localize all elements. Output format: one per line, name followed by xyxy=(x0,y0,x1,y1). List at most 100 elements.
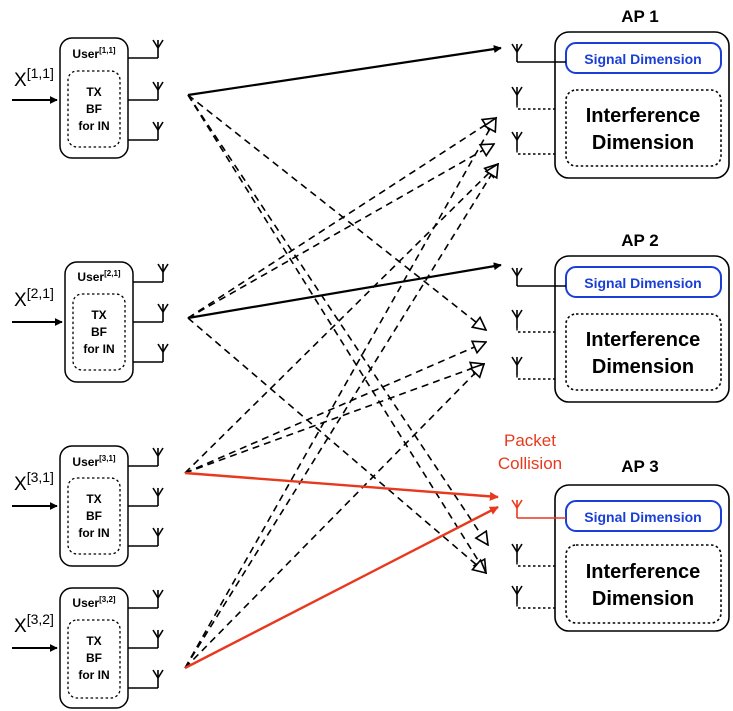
link-user-2-to-ap-2 xyxy=(187,262,502,320)
ap-2-interference-feed-2 xyxy=(516,375,555,380)
ap-1-signal-dimension xyxy=(565,42,722,74)
ap-3-signal-dimension xyxy=(565,500,722,532)
user-2-antennas xyxy=(133,263,169,363)
ap-2-signal-label: Signal Dimension xyxy=(584,275,701,291)
user-1-box xyxy=(59,37,129,159)
interference-user-4-to-ap-1-b xyxy=(184,164,498,669)
user-1-block: X[1,1] User[1,1] TX BF for IN xyxy=(12,37,164,159)
ap-1-antennas xyxy=(511,43,566,155)
ap-1-signal-label: Signal Dimension xyxy=(584,51,701,67)
ap-3-antenna-3-icon xyxy=(511,585,523,604)
ap-2-antenna-1-icon xyxy=(511,267,523,286)
ap-1-antenna-3-icon xyxy=(511,131,523,150)
interference-user-4-to-ap-2 xyxy=(184,364,484,669)
user-1-antennas xyxy=(128,39,164,141)
ap-3-interference-feed-1 xyxy=(516,562,555,567)
ap-3-title: AP 3 xyxy=(621,457,659,476)
ap-1-title: AP 1 xyxy=(621,7,659,26)
user-2-antenna-1-icon xyxy=(157,263,169,282)
interference-user-2-to-ap-1-b xyxy=(187,144,494,319)
user-3-antennas xyxy=(128,447,164,547)
user-4-block: X[3,2] User[3,2] TX BF for IN xyxy=(12,587,164,709)
links-layer xyxy=(184,45,502,670)
user-1-antenna-3-icon xyxy=(152,121,164,140)
user-4-input-label: X[3,2] xyxy=(14,611,54,637)
user-4-name: User[3,2] xyxy=(72,595,115,610)
user-1-bf-line-3: for IN xyxy=(78,119,109,133)
ap-2-interference-label-1: Interference xyxy=(586,329,701,351)
user-4-antenna-1-icon xyxy=(152,589,164,608)
user-2-bf-line-2: BF xyxy=(91,325,107,339)
ap-1-antenna-1-icon xyxy=(511,43,523,62)
user-3-name: User[3,1] xyxy=(72,454,115,469)
user-4-bf-line-1: TX xyxy=(86,634,101,648)
user-1-bf-line-2: BF xyxy=(86,102,102,116)
interference-user-3-to-ap-2-a xyxy=(184,342,486,474)
user-1-input-label: X[1,1] xyxy=(14,65,54,91)
link-user-1-to-ap-1 xyxy=(187,45,502,97)
interference-user-2-to-ap-1-a xyxy=(187,118,496,319)
user-2-bf-line-3: for IN xyxy=(83,342,114,356)
user-3-input-label: X[3,1] xyxy=(14,469,54,495)
user-1-antenna-1-icon xyxy=(152,39,164,58)
ap-3-block: AP 3 Signal Dimension Interference Dimen… xyxy=(511,457,730,632)
ap-2-antennas xyxy=(511,267,566,380)
ap-2-antenna-2-icon xyxy=(511,309,523,328)
user-1-bf-line-1: TX xyxy=(86,85,101,99)
ap-2-block: AP 2 Signal Dimension Interference Dimen… xyxy=(511,231,730,403)
interference-user-4-to-ap-1-a xyxy=(184,118,496,669)
user-3-beamformer-box xyxy=(67,477,121,555)
ap-2-antenna-3-icon xyxy=(511,356,523,375)
ap-3-interference-dimension xyxy=(565,544,722,624)
ap-1-block: AP 1 Signal Dimension Interference Dimen… xyxy=(511,7,730,179)
interference-user-3-to-ap-1 xyxy=(184,164,498,474)
ap-1-interference-label-2: Dimension xyxy=(592,132,694,154)
ap-2-title: AP 2 xyxy=(621,231,659,250)
ap-1-interference-feed-2 xyxy=(516,150,555,155)
ap-1-interference-dimension xyxy=(565,89,722,167)
user-2-beamformer-box xyxy=(72,293,126,371)
user-4-beamformer-box xyxy=(67,619,121,699)
ap-1-antenna-2-icon xyxy=(511,86,523,105)
interference-user-1-to-ap-2-a xyxy=(187,94,486,330)
user-3-bf-line-1: TX xyxy=(86,492,101,506)
user-1-antenna-2-icon xyxy=(152,81,164,100)
ap-3-antennas xyxy=(511,499,566,609)
ap-3-interference-label-1: Interference xyxy=(586,561,701,583)
ap-3-interference-label-2: Dimension xyxy=(592,588,694,610)
ap-3-interference-feed-2 xyxy=(516,604,555,609)
interference-user-1-to-ap-3-b xyxy=(187,94,486,573)
packet-collision-label-line-1: Packet xyxy=(504,431,556,450)
user-2-block: X[2,1] User[2,1] TX BF for IN xyxy=(12,261,169,383)
interference-user-2-to-ap-3 xyxy=(187,317,486,573)
ap-2-interference-dimension xyxy=(565,313,722,391)
user-2-input-label: X[2,1] xyxy=(14,285,54,311)
user-4-antennas xyxy=(128,589,164,689)
link-user-4-to-ap-3 xyxy=(184,505,499,670)
user-3-bf-line-2: BF xyxy=(86,509,102,523)
user-1-name: User[1,1] xyxy=(72,46,115,61)
user-2-name: User[2,1] xyxy=(77,269,120,284)
ap-3-signal-label: Signal Dimension xyxy=(584,509,701,525)
ap-2-signal-dimension xyxy=(565,266,722,298)
user-3-block: X[3,1] User[3,1] TX BF for IN xyxy=(12,445,164,567)
interference-user-3-to-ap-2-b xyxy=(184,364,484,474)
ap-3-antenna-1-icon xyxy=(511,499,523,518)
user-3-antenna-1-icon xyxy=(152,447,164,466)
user-2-antenna-3-icon xyxy=(157,343,169,362)
ap-2-interference-label-2: Dimension xyxy=(592,356,694,378)
ap-3-antenna-2-icon xyxy=(511,543,523,562)
user-3-antenna-2-icon xyxy=(152,487,164,506)
user-3-antenna-3-icon xyxy=(152,527,164,546)
user-4-antenna-3-icon xyxy=(152,669,164,688)
user-1-beamformer-box xyxy=(67,70,121,148)
interference-user-1-to-ap-3-a xyxy=(187,94,488,545)
ap-1-interference-label-1: Interference xyxy=(586,105,701,127)
user-4-bf-line-2: BF xyxy=(86,651,102,665)
user-2-bf-line-1: TX xyxy=(91,308,106,322)
user-2-antenna-2-icon xyxy=(157,303,169,322)
ap-2-interference-feed-1 xyxy=(516,328,555,333)
user-4-antenna-2-icon xyxy=(152,629,164,648)
